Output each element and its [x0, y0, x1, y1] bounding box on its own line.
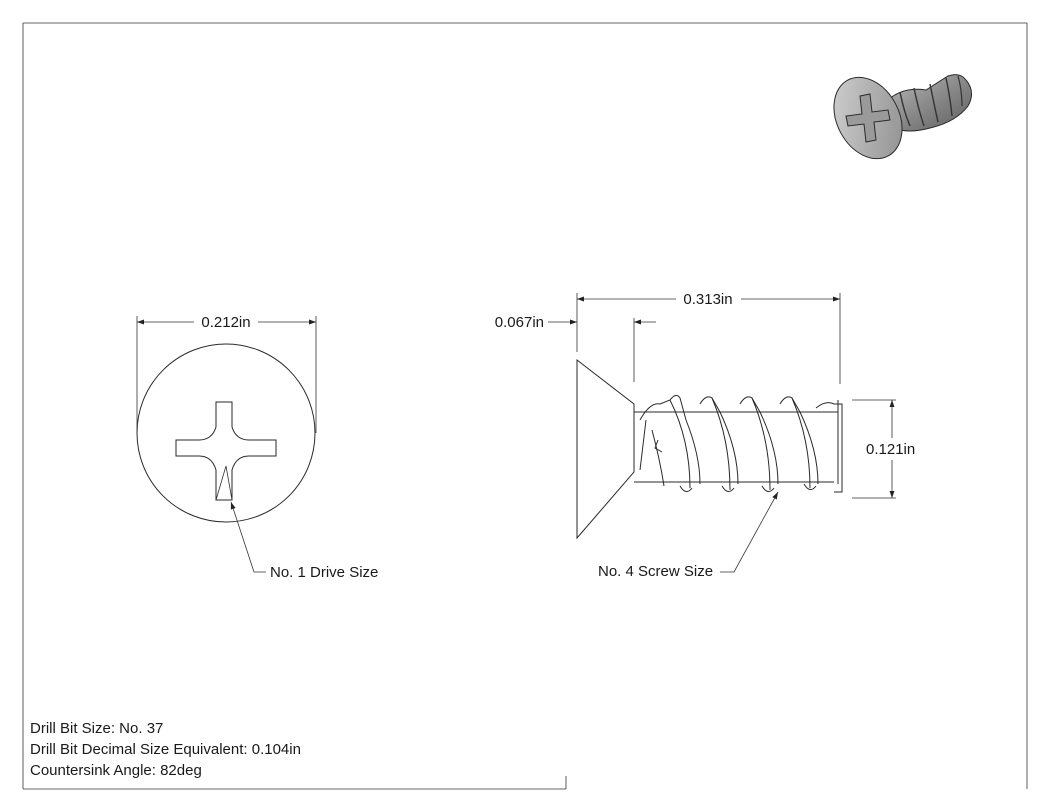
notes-block: Drill Bit Size: No. 37 Drill Bit Decimal… — [30, 720, 301, 779]
head-circle — [136, 343, 316, 523]
drill-bit-size-note: Drill Bit Size: No. 37 — [30, 720, 163, 737]
isometric-thumbnail — [833, 74, 972, 160]
thread-diameter-label: 0.121in — [866, 441, 915, 458]
side-view: 0.313in 0.067in 0.121in No. 4 Screw Size — [495, 289, 915, 580]
head-diameter-label: 0.212in — [201, 314, 250, 331]
head-height-label: 0.067in — [495, 314, 544, 331]
screw-size-leader — [720, 491, 779, 573]
drill-bit-decimal-note: Drill Bit Decimal Size Equivalent: 0.104… — [30, 741, 301, 758]
screw-size-callout: No. 4 Screw Size — [598, 563, 713, 580]
thumbnail-phillips-icon — [845, 93, 891, 143]
phillips-recess — [175, 401, 277, 501]
drawing-frame — [22, 22, 1028, 790]
countersunk-head — [576, 358, 635, 540]
drive-size-callout: No. 1 Drive Size — [270, 564, 378, 581]
top-view: 0.212in No. 1 Drive Size — [136, 312, 378, 581]
countersink-angle-note: Countersink Angle: 82deg — [30, 762, 202, 779]
drive-size-leader — [230, 501, 266, 573]
overall-length-label: 0.313in — [683, 291, 732, 308]
thread-profile — [639, 394, 835, 492]
